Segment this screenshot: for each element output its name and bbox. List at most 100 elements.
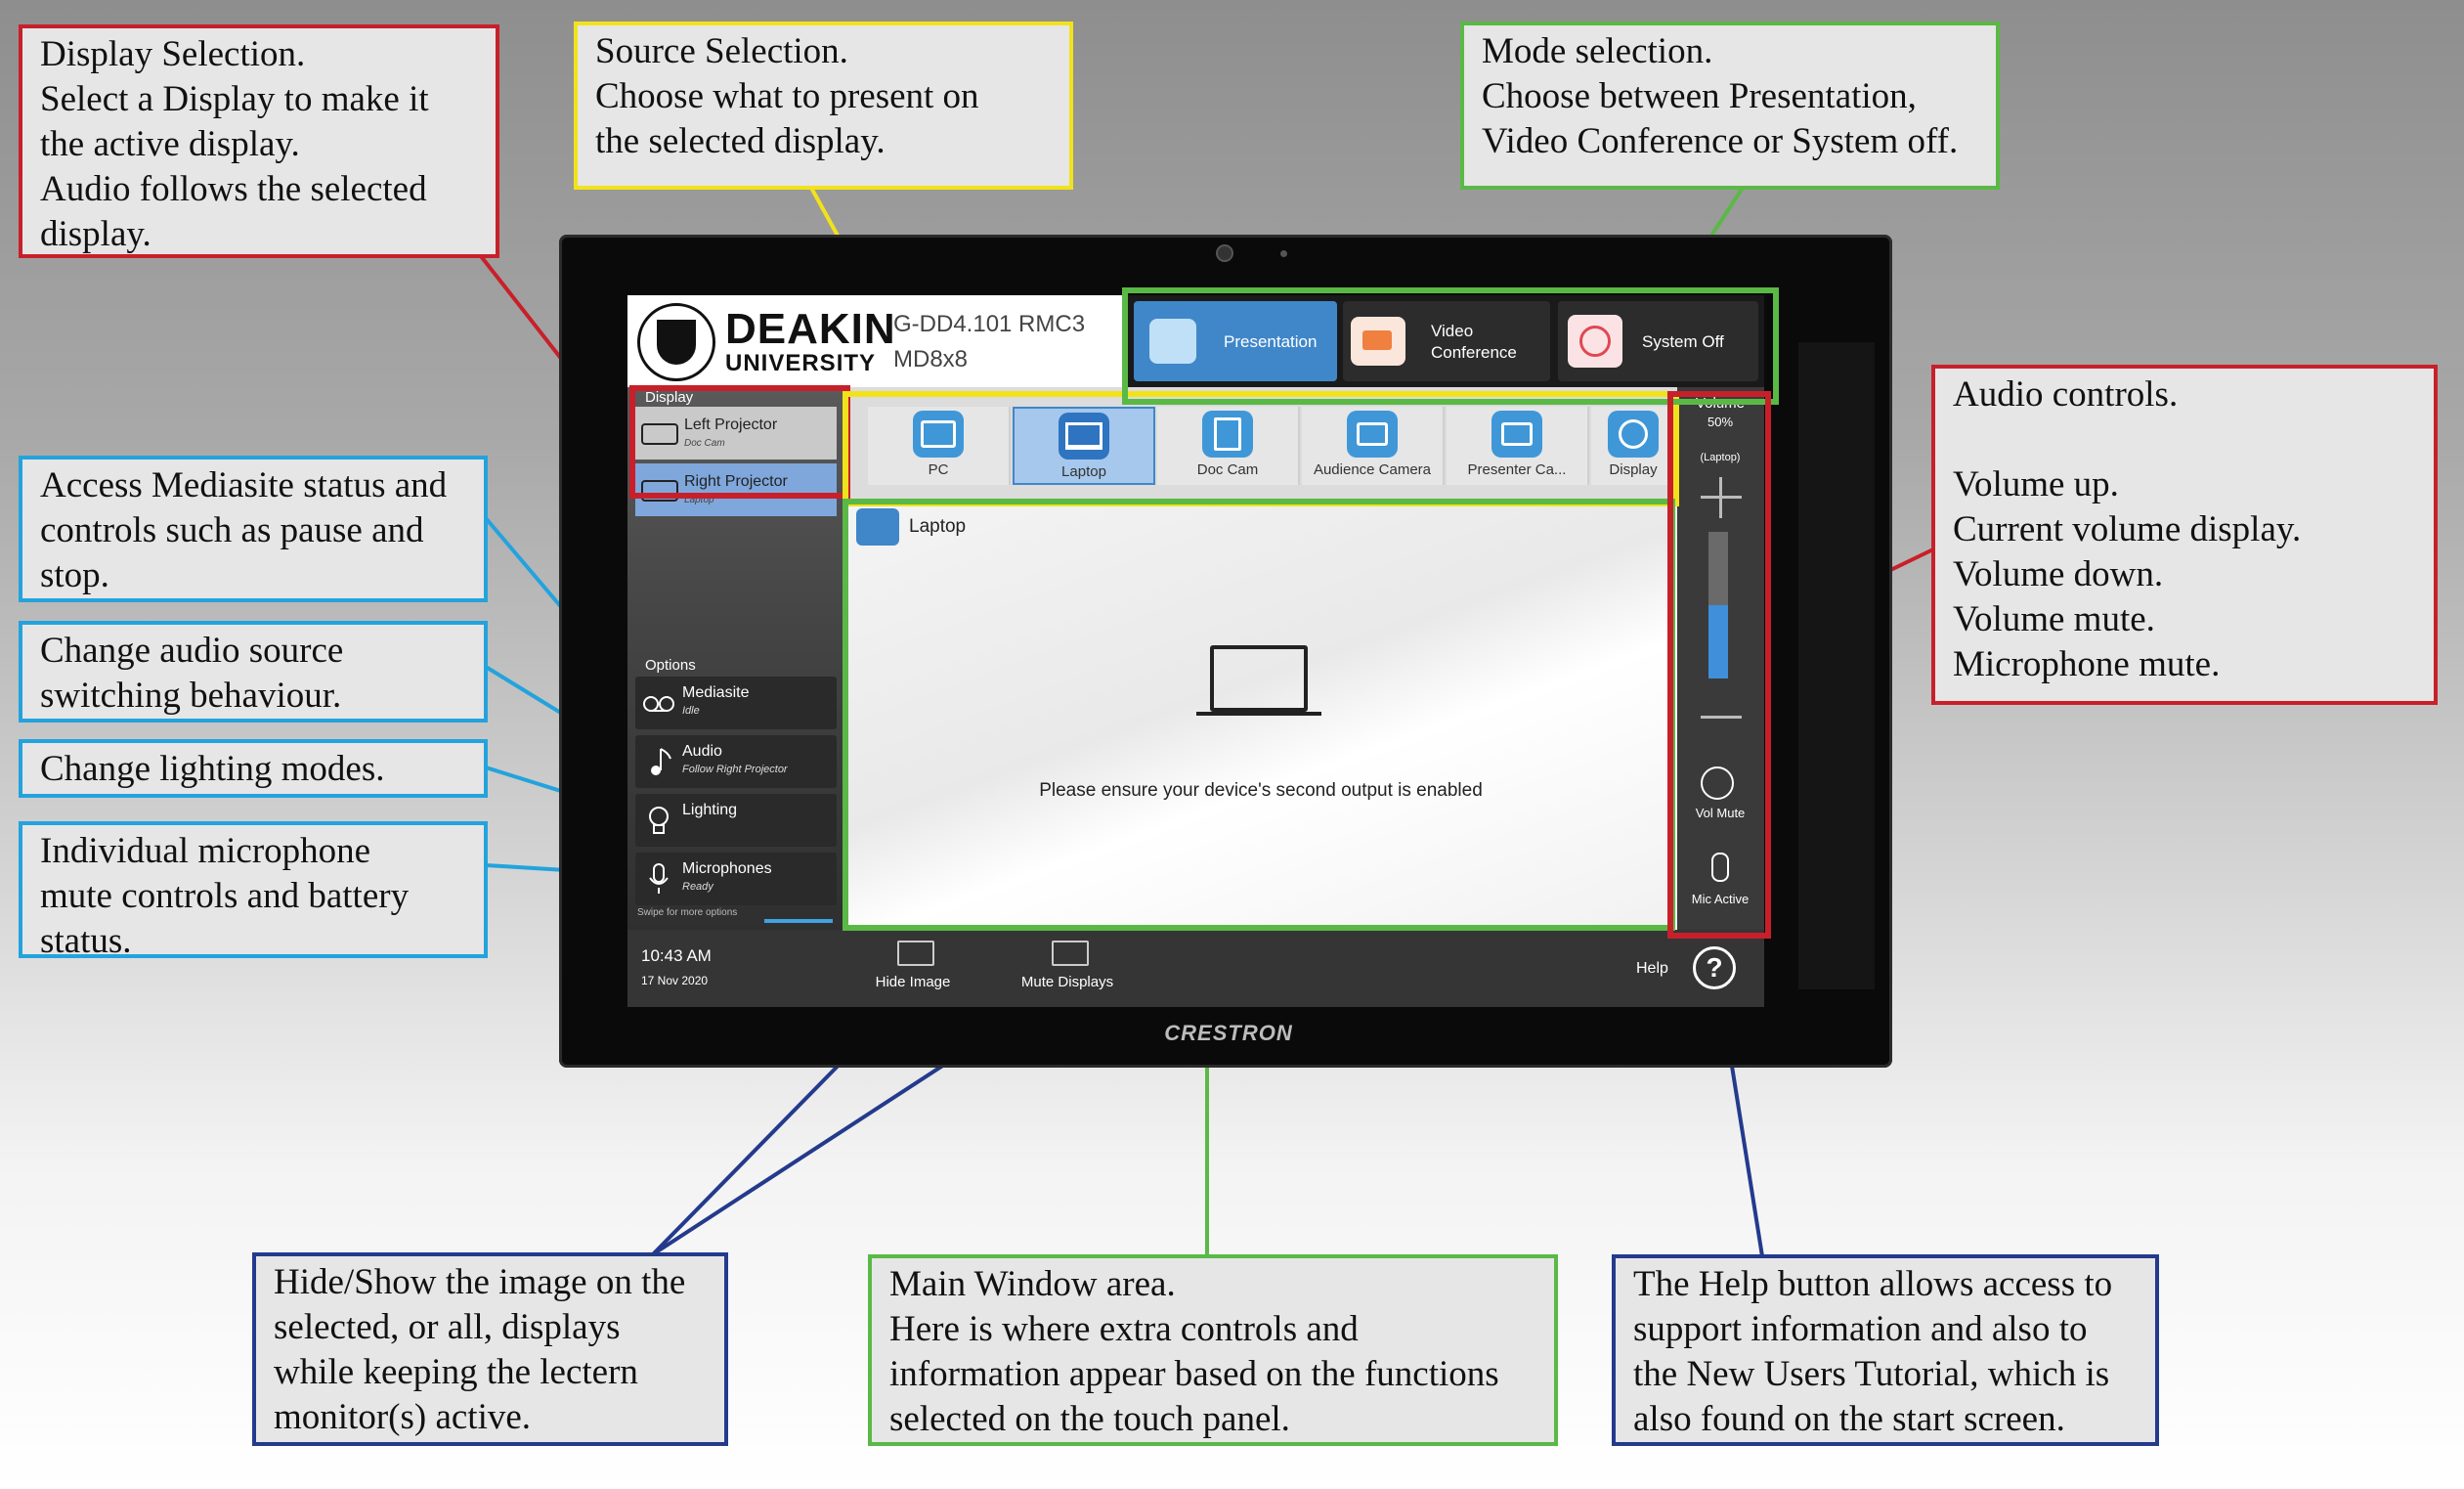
source-pc-label: PC <box>928 461 949 478</box>
option-microphones-label: Microphones <box>682 860 772 877</box>
option-lighting-label: Lighting <box>682 802 738 818</box>
minus-icon <box>1701 716 1742 719</box>
source-laptop-button[interactable]: Laptop <box>1013 407 1155 485</box>
source-presenter-camera-label: Presenter Ca... <box>1467 461 1567 478</box>
logo-subtitle: UNIVERSITY <box>725 350 877 376</box>
mode-system-off-label: System Off <box>1642 332 1724 351</box>
display-right-projector-button[interactable]: Right Projector Laptop <box>635 463 837 516</box>
callout-mode-selection: Mode selection. Choose between Presentat… <box>1460 22 2000 190</box>
display-highlight-frame <box>629 385 850 499</box>
mute-displays-button[interactable]: Mute Displays <box>999 937 1136 999</box>
volume-down-button[interactable] <box>1701 708 1742 727</box>
display-left-source: Doc Cam <box>684 438 725 449</box>
callout-help: The Help button allows access to support… <box>1612 1254 2159 1446</box>
source-presenter-camera-button[interactable]: Presenter Ca... <box>1447 407 1589 485</box>
source-doc-cam-label: Doc Cam <box>1196 461 1259 478</box>
volume-source: (Laptop) <box>1700 452 1741 463</box>
doc-cam-icon <box>1202 411 1253 458</box>
vol-mute-label: Vol Mute <box>1695 806 1746 820</box>
main-window: Laptop Please ensure your device's secon… <box>844 504 1677 930</box>
video-conference-icon <box>1351 317 1405 366</box>
mute-displays-icon <box>1052 941 1089 966</box>
callout-display-selection: Display Selection. Select a Display to m… <box>19 24 499 258</box>
shield-icon <box>657 320 696 365</box>
room-system: MD8x8 <box>893 346 969 372</box>
source-pc-button[interactable]: PC <box>868 407 1011 485</box>
speaker-mute-icon <box>1701 766 1734 800</box>
main-window-title: Laptop <box>909 516 967 537</box>
audio-highlight-frame <box>1667 391 1771 939</box>
projector-icon <box>641 423 678 445</box>
source-display-button[interactable]: Display <box>1591 407 1677 485</box>
callout-source-selection: Source Selection. Choose what to present… <box>574 22 1073 190</box>
mode-highlight-frame <box>1122 287 1779 405</box>
camera-lens <box>1216 244 1233 262</box>
callout-audio-switching: Change audio source switching behaviour. <box>19 621 488 723</box>
display-right-label: Right Projector <box>684 473 788 490</box>
camera-icon <box>1491 411 1542 458</box>
source-laptop-label: Laptop <box>1061 463 1106 480</box>
source-highlight-frame <box>843 391 1679 506</box>
presentation-icon <box>1149 319 1196 364</box>
power-icon <box>1608 411 1659 458</box>
deakin-logo <box>637 303 715 381</box>
swipe-hint: Swipe for more options <box>637 907 738 918</box>
mode-system-off-button[interactable]: System Off <box>1558 301 1758 381</box>
footer-bar <box>627 930 1764 1007</box>
volume-up-button[interactable] <box>1701 477 1742 518</box>
mode-presentation-button[interactable]: Presentation <box>1134 301 1337 381</box>
help-label: Help <box>1636 960 1668 977</box>
lightbulb-icon <box>641 802 676 837</box>
volume-slider-fill <box>1708 605 1728 679</box>
source-audience-camera-button[interactable]: Audience Camera <box>1302 407 1445 485</box>
source-display-label: Display <box>1609 461 1658 478</box>
display-heading: Display <box>645 389 694 406</box>
vol-mute-button[interactable]: Vol Mute <box>1681 765 1759 829</box>
display-left-projector-button[interactable]: Left Projector Doc Cam <box>635 407 837 460</box>
laptop-large-base <box>1196 712 1321 716</box>
help-button[interactable]: ? <box>1693 946 1736 989</box>
microphone-icon <box>641 860 676 896</box>
source-doc-cam-button[interactable]: Doc Cam <box>1157 407 1300 485</box>
option-microphones-button[interactable]: Microphones Ready <box>635 853 837 905</box>
side-panel <box>1798 342 1875 989</box>
volume-value: 50% <box>1707 415 1734 429</box>
options-heading: Options <box>645 657 696 674</box>
display-left-label: Left Projector <box>684 416 778 433</box>
music-note-icon <box>641 743 676 778</box>
power-icon <box>1568 315 1622 368</box>
mediasite-icon <box>641 684 676 720</box>
volume-slider[interactable] <box>1708 532 1728 679</box>
callout-mediasite: Access Mediasite status and controls suc… <box>19 456 488 602</box>
room-name: G-DD4.101 RMC3 <box>893 311 1086 337</box>
projector-icon <box>641 480 678 502</box>
mode-presentation-label: Presentation <box>1224 332 1318 351</box>
option-mediasite-label: Mediasite <box>682 684 750 701</box>
option-audio-status: Follow Right Projector <box>682 764 788 775</box>
clock-time: 10:43 AM <box>641 946 712 965</box>
clock-date: 17 Nov 2020 <box>641 974 709 987</box>
logo-wordmark: DEAKIN <box>725 305 896 353</box>
hide-image-label: Hide Image <box>875 974 951 990</box>
option-audio-button[interactable]: Audio Follow Right Projector <box>635 735 837 788</box>
mic-active-button[interactable]: Mic Active <box>1681 849 1759 917</box>
option-microphones-status: Ready <box>682 881 713 893</box>
main-window-highlight-frame <box>843 499 1675 931</box>
sensor-dot <box>1280 250 1287 257</box>
option-mediasite-button[interactable]: Mediasite Idle <box>635 677 837 729</box>
laptop-icon <box>1059 413 1109 460</box>
hide-image-icon <box>897 941 934 966</box>
option-lighting-button[interactable]: Lighting <box>635 794 837 847</box>
option-mediasite-status: Idle <box>682 705 700 717</box>
microphone-icon <box>1711 853 1729 882</box>
mode-video-conference-button[interactable]: Video Conference <box>1343 301 1550 381</box>
chevron-down-icon[interactable] <box>764 909 833 923</box>
callout-audio-controls: Audio controls. Volume up. Current volum… <box>1931 365 2438 705</box>
mute-displays-label: Mute Displays <box>1020 974 1114 990</box>
monitor-icon <box>913 411 964 458</box>
laptop-icon <box>856 508 899 546</box>
mic-active-label: Mic Active <box>1691 892 1750 906</box>
callout-hide-show: Hide/Show the image on the selected, or … <box>252 1252 728 1446</box>
hide-image-button[interactable]: Hide Image <box>854 937 972 999</box>
option-audio-label: Audio <box>682 743 722 760</box>
